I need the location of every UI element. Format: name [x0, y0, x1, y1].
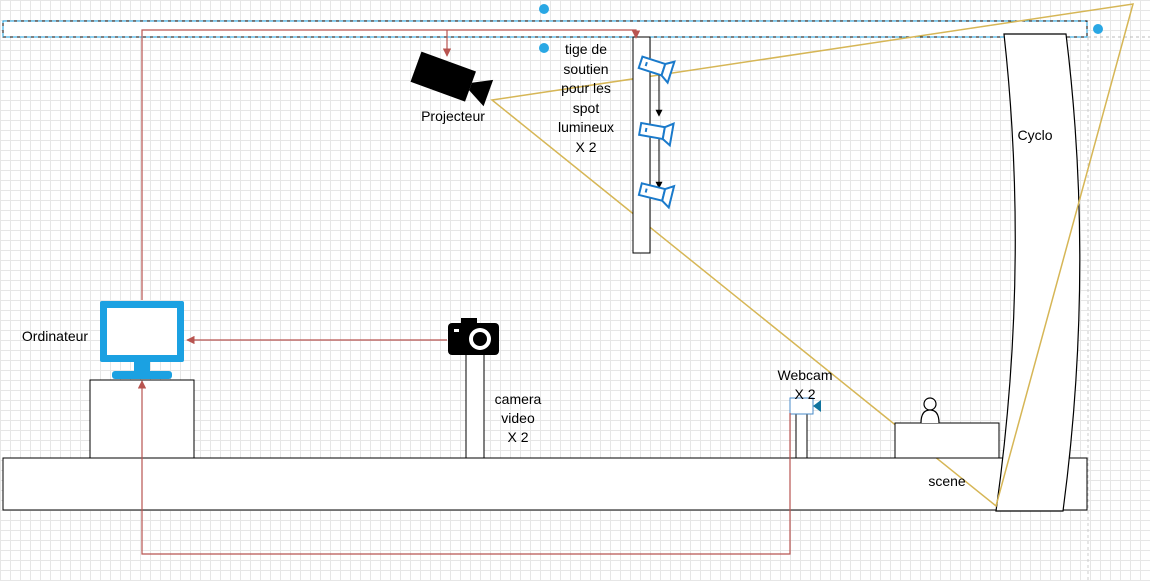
projection-beam — [490, 3, 1135, 508]
selection-handle-top[interactable] — [539, 4, 549, 14]
camera-label: camera video X 2 — [494, 391, 542, 445]
spotlight-icon[interactable] — [637, 118, 675, 148]
person-icon[interactable] — [920, 397, 940, 424]
light-rod[interactable] — [632, 36, 651, 254]
selection-handle-right[interactable] — [1093, 24, 1103, 34]
spotlight-icon[interactable] — [637, 178, 676, 210]
selection-handle-bottom[interactable] — [539, 43, 549, 53]
stage-table[interactable] — [894, 422, 1000, 459]
photo-camera-icon[interactable] — [448, 318, 499, 355]
selection-outline — [2, 20, 1088, 38]
monitor-icon[interactable] — [100, 301, 184, 379]
computer-label: Ordinateur — [21, 328, 89, 344]
scene-label: scene — [928, 473, 966, 489]
cyclo-label: Cyclo — [1017, 127, 1053, 143]
webcam-icon[interactable] — [789, 397, 821, 415]
webcam-label: Webcam X 2 — [777, 367, 833, 402]
stage-floor[interactable] — [2, 457, 1088, 511]
cable-webcam-to-computer[interactable] — [137, 380, 791, 555]
projector-label: Projecteur — [421, 108, 485, 124]
spotlight-icon[interactable] — [637, 52, 676, 85]
light-rod-label: tige de soutien pour les spot lumineux X… — [557, 41, 615, 155]
cable-computer-to-rod[interactable] — [141, 29, 641, 300]
projector-icon[interactable] — [410, 51, 494, 108]
cyclo-shape[interactable] — [995, 33, 1081, 512]
webcam-stand[interactable] — [795, 412, 808, 459]
camera-stand[interactable] — [465, 353, 485, 459]
